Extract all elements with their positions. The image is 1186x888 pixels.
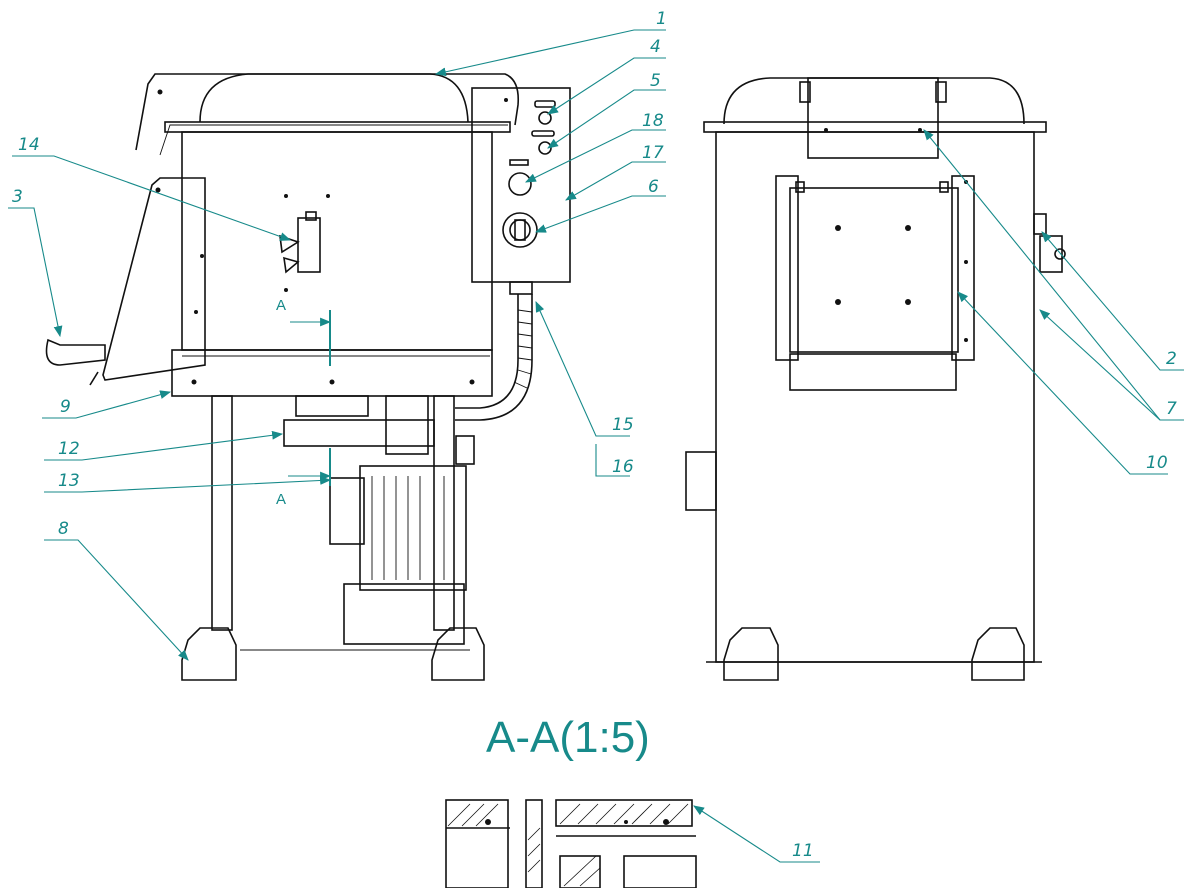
- foot-right: [431, 627, 485, 681]
- lid-dome: [199, 73, 469, 123]
- callout-17: 17: [642, 143, 664, 163]
- callout-3: 3: [12, 187, 23, 207]
- section-view: [445, 799, 697, 888]
- front-view: A A: [45, 73, 571, 681]
- callout-18: 18: [642, 111, 664, 131]
- leg-right: [433, 395, 455, 631]
- callouts: 1 4 5 18 17 6 14 3 9 12 13 8 15: [8, 9, 1184, 863]
- side-outlet: [685, 451, 717, 511]
- section-title: A-A(1:5): [486, 713, 650, 762]
- push-button-18: [508, 172, 532, 196]
- base-frame: [171, 349, 493, 397]
- callout-1: 1: [656, 9, 667, 29]
- side-flange: [703, 121, 1047, 133]
- side-body: [715, 131, 1035, 663]
- foot-left: [181, 627, 237, 681]
- leg-left: [211, 395, 233, 631]
- callout-11: 11: [792, 841, 814, 861]
- door-panel-10: [775, 175, 975, 391]
- callout-9: 9: [60, 397, 71, 417]
- control-box: [471, 87, 571, 283]
- side-foot-left: [723, 627, 779, 681]
- belt-guard-12: [283, 419, 435, 447]
- top-flange: [164, 121, 511, 133]
- lid-hinge-block: [807, 77, 939, 159]
- callout-14: 14: [18, 135, 40, 155]
- lid-arm: [135, 73, 520, 151]
- main-switch-6: [502, 212, 538, 248]
- callout-7: 7: [1166, 399, 1177, 419]
- hinged-door: [45, 177, 206, 386]
- gearbox-top: [295, 395, 369, 417]
- tank-body: [181, 131, 493, 351]
- cut-label-top: A: [276, 297, 286, 314]
- callout-6: 6: [648, 177, 659, 197]
- cut-label-bottom: A: [276, 491, 286, 508]
- callout-10: 10: [1146, 453, 1168, 473]
- callout-4: 4: [650, 37, 661, 57]
- side-lid-dome: [723, 77, 1025, 125]
- valve-14: [279, 211, 321, 274]
- hose-coil: [513, 309, 533, 389]
- callout-8: 8: [58, 519, 69, 539]
- side-foot-right: [971, 627, 1025, 681]
- indicator-lamp-4: [538, 111, 552, 125]
- callout-12: 12: [58, 439, 80, 459]
- callout-16: 16: [612, 457, 634, 477]
- callout-15: 15: [612, 415, 634, 435]
- side-view: [685, 77, 1066, 681]
- indicator-lamp-5: [538, 141, 552, 155]
- callout-5: 5: [650, 71, 661, 91]
- motor-13: [329, 465, 467, 645]
- callout-13: 13: [58, 471, 80, 491]
- side-fitting-2: [1033, 213, 1066, 273]
- callout-2: 2: [1166, 349, 1177, 369]
